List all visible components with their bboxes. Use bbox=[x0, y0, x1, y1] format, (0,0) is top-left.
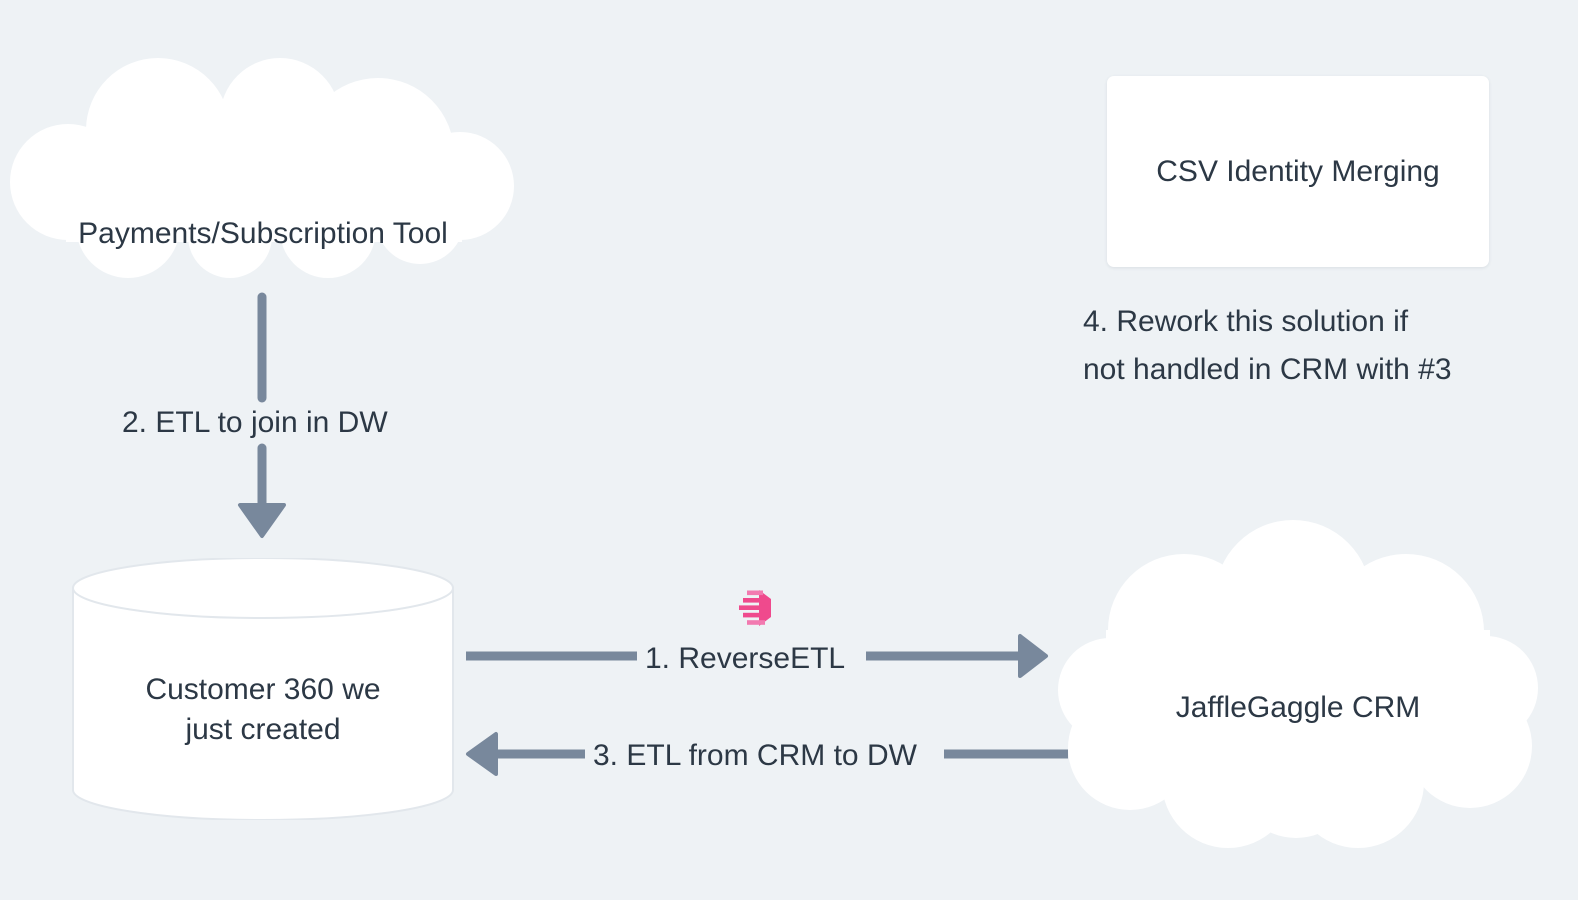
cloud-shape-icon bbox=[10, 58, 514, 278]
edge-reverse-etl-arrowhead bbox=[1018, 634, 1048, 678]
edge-label-etl-to-dw: 2. ETL to join in DW bbox=[116, 406, 394, 440]
edge-label-etl-from-crm: 3. ETL from CRM to DW bbox=[585, 738, 925, 774]
node-label-payments: Payments/Subscription Tool bbox=[78, 217, 448, 250]
edge-etl-to-dw-arrowhead bbox=[238, 503, 286, 538]
dbt-logo-icon bbox=[735, 588, 779, 628]
node-payments-subscription-tool[interactable]: Payments/Subscription Tool bbox=[8, 58, 518, 278]
node-label-crm: JaffleGaggle CRM bbox=[1175, 691, 1421, 724]
node-csv-identity-merging[interactable]: CSV Identity Merging bbox=[1107, 76, 1489, 267]
node-jafflegaggle-crm[interactable]: JaffleGaggle CRM bbox=[1058, 520, 1538, 850]
edge-label-reverse-etl: 1. ReverseETL bbox=[637, 641, 854, 677]
cloud-shape-icon bbox=[1058, 520, 1538, 848]
edge-etl-from-crm-arrowhead bbox=[466, 732, 498, 776]
annotation-rework-note: 4. Rework this solution if not handled i… bbox=[1083, 305, 1452, 386]
node-label-warehouse: Customer 360 we just created bbox=[145, 673, 381, 746]
node-customer-360-warehouse[interactable]: Customer 360 we just created bbox=[71, 558, 455, 820]
cylinder-shape-icon bbox=[72, 558, 454, 820]
node-label-csv: CSV Identity Merging bbox=[1156, 154, 1440, 188]
